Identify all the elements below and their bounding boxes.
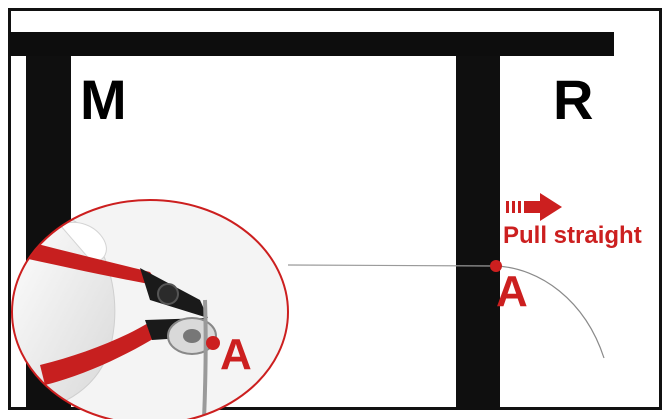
cable-line	[288, 265, 496, 266]
pull-straight-label: Pull straight	[503, 224, 642, 248]
inset-point-a-dot	[206, 336, 220, 350]
right-arrow-icon	[506, 192, 562, 222]
point-a-label: A	[496, 270, 528, 314]
tool-inset	[0, 190, 300, 419]
inset-point-a-label: A	[220, 333, 252, 377]
